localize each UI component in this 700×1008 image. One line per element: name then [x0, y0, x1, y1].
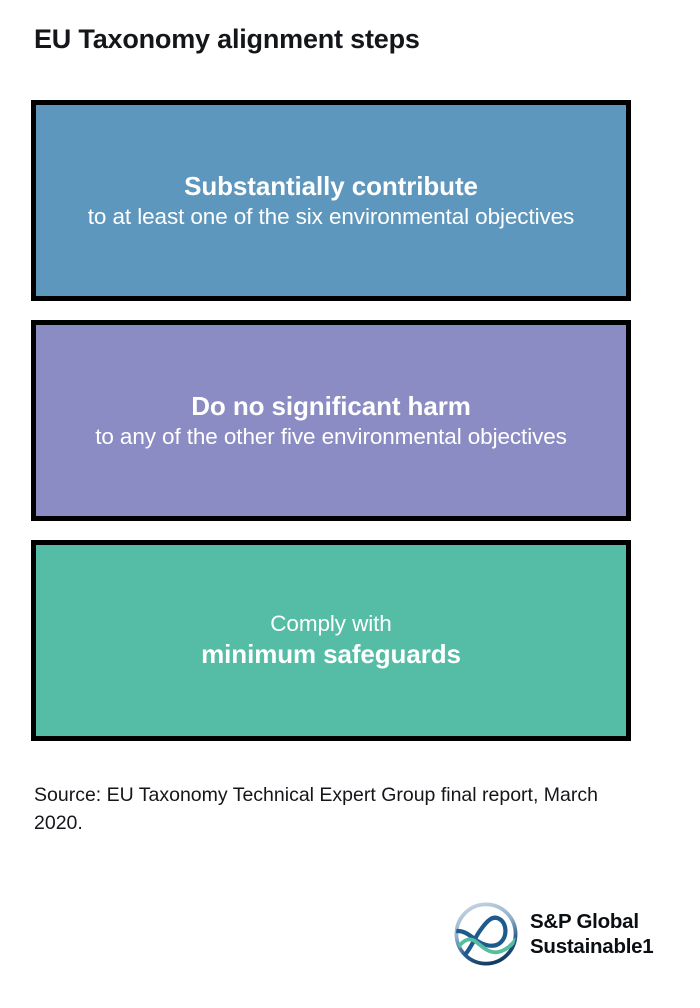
step-box-substantially-contribute: Substantially contribute to at least one… — [31, 100, 631, 301]
brand-wordmark-line-2: Sustainable1 — [530, 935, 654, 958]
step-box-do-no-significant-harm: Do no significant harm to any of the oth… — [31, 320, 631, 521]
step-2-secondary-text: to any of the other five environmental o… — [95, 423, 567, 449]
sp-global-sustainable1-circle-wave-icon — [454, 902, 518, 966]
step-box-minimum-safeguards: Comply with minimum safeguards — [31, 540, 631, 741]
source-note: Source: EU Taxonomy Technical Expert Gro… — [34, 784, 598, 834]
brand-wordmark-line-1: S&P Global — [530, 910, 639, 933]
steps-container: Substantially contribute to at least one… — [31, 100, 631, 741]
step-3-primary-text: Comply with — [270, 610, 392, 636]
step-1-secondary-text: to at least one of the six environmental… — [87, 203, 575, 229]
step-2-primary-text: Do no significant harm — [191, 390, 471, 421]
brand-wordmark: S&P Global Sustainable1 — [530, 909, 654, 959]
brand-logo: S&P Global Sustainable1 — [452, 900, 654, 968]
step-3-secondary-text: minimum safeguards — [201, 639, 461, 670]
step-1-primary-text: Substantially contribute — [184, 170, 478, 201]
page-title: EU Taxonomy alignment steps — [34, 24, 420, 54]
